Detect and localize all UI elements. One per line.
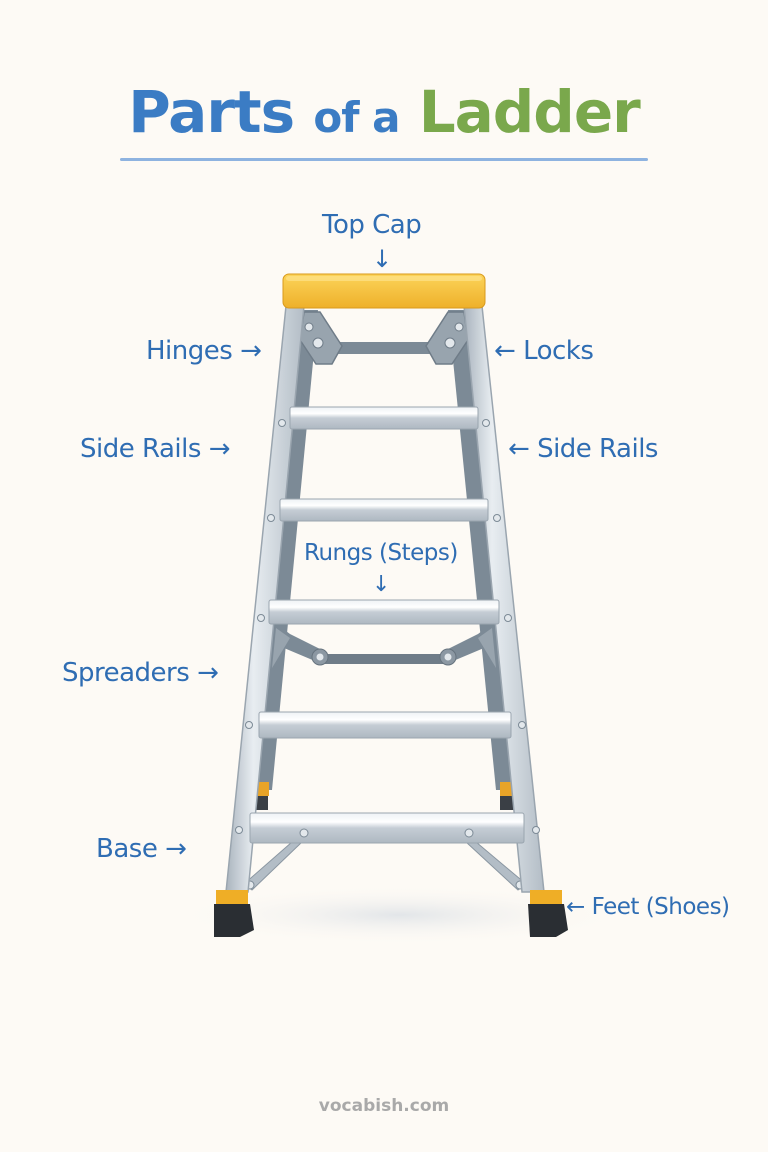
arrow-left-icon: ←: [494, 336, 516, 366]
floor-shadow: [170, 885, 630, 945]
title-underline: [120, 158, 648, 161]
lock-bracket: [425, 311, 469, 365]
arrow-down-top-cap: ↓: [372, 245, 392, 273]
lock-bar: [320, 342, 448, 354]
top-cap: [282, 273, 486, 309]
arrow-left-icon: ←: [566, 894, 585, 920]
title-ladder: Ladder: [418, 78, 641, 146]
title-parts: Parts: [128, 78, 295, 146]
arrow-down-rungs: ↓: [372, 572, 390, 597]
footer-site: vocabish.com: [318, 1096, 450, 1116]
page-title: Parts of a Ladder: [0, 72, 768, 158]
label-feet: ← Feet (Shoes): [566, 894, 730, 920]
arrow-right-icon: →: [208, 434, 231, 464]
label-base: Base →: [96, 834, 187, 864]
rail-rivets: [235, 419, 540, 834]
arrow-left-icon: ←: [508, 434, 530, 464]
rungs: [249, 406, 525, 844]
feet: [214, 890, 568, 937]
base-braces: [243, 841, 527, 891]
arrow-right-icon: →: [240, 336, 262, 366]
label-spreaders: Spreaders →: [62, 658, 219, 688]
label-top-cap: Top Cap: [322, 210, 422, 240]
arrow-right-icon: →: [197, 658, 219, 688]
label-side-rails-left: Side Rails →: [80, 434, 230, 464]
label-hinges: Hinges →: [146, 336, 262, 366]
label-locks: ← Locks: [494, 336, 594, 366]
label-rungs: Rungs (Steps): [304, 540, 458, 566]
label-side-rails-right: ← Side Rails: [508, 434, 658, 464]
title-of-a: of a: [313, 93, 400, 142]
arrow-right-icon: →: [165, 834, 187, 864]
spreaders: [272, 628, 496, 668]
